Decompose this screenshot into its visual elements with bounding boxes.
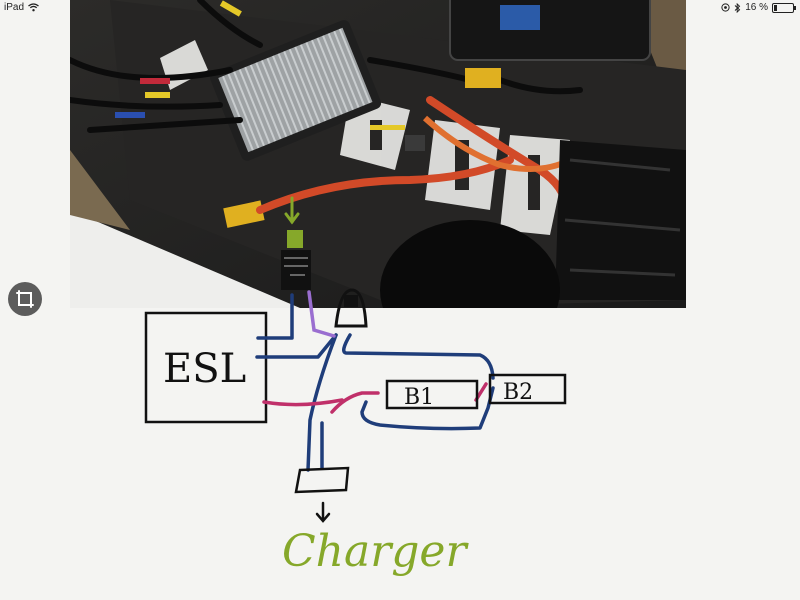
down-arrow-icon [315,501,331,523]
battery-1-box: B1 [385,379,479,410]
electronics-photo [70,0,686,308]
status-left: iPad [4,2,39,13]
status-right: 16 % [721,2,796,13]
battery-2-box: B2 [488,373,567,405]
charger-label: Charger [282,526,469,577]
battery-1-label: B1 [404,385,434,410]
bluetooth-icon [734,2,741,13]
wifi-icon [28,3,39,12]
esc-label: ESL [163,346,246,392]
battery-2-label: B2 [503,380,533,405]
crop-icon [16,290,34,308]
connector-marker [287,230,303,248]
battery-icon [772,2,796,13]
battery-percent: 16 % [745,2,768,13]
battery-fill [774,4,777,11]
green-arrow-icon [284,196,300,225]
crop-button[interactable] [8,282,42,316]
status-bar: iPad 16 % [0,0,800,16]
connector-scribble [281,250,311,290]
esc-box: ESL [144,311,268,424]
blue-wires [255,293,495,472]
device-name: iPad [4,2,25,13]
location-icon [721,3,730,12]
